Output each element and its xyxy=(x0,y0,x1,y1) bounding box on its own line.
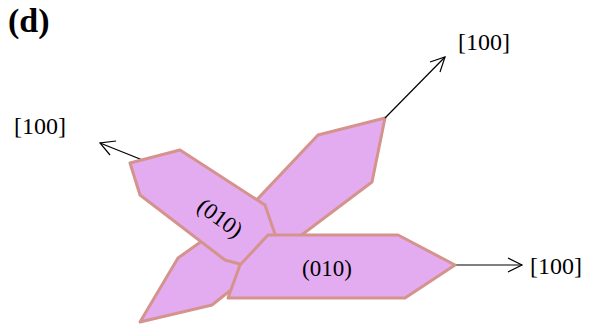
panel-label: (d) xyxy=(8,4,50,38)
crystal-prism xyxy=(228,235,455,298)
crystal-face: (010) xyxy=(228,235,455,298)
direction-label: [100] xyxy=(458,30,510,54)
direction-label: [100] xyxy=(14,114,66,138)
arrow-head xyxy=(508,258,522,272)
face-index: (010) xyxy=(302,257,352,280)
direction-label: [100] xyxy=(530,254,582,278)
arrow-head xyxy=(430,57,445,72)
direction-arrow xyxy=(385,57,445,118)
direction-arrow xyxy=(455,264,522,265)
arrow-head xyxy=(100,141,116,155)
